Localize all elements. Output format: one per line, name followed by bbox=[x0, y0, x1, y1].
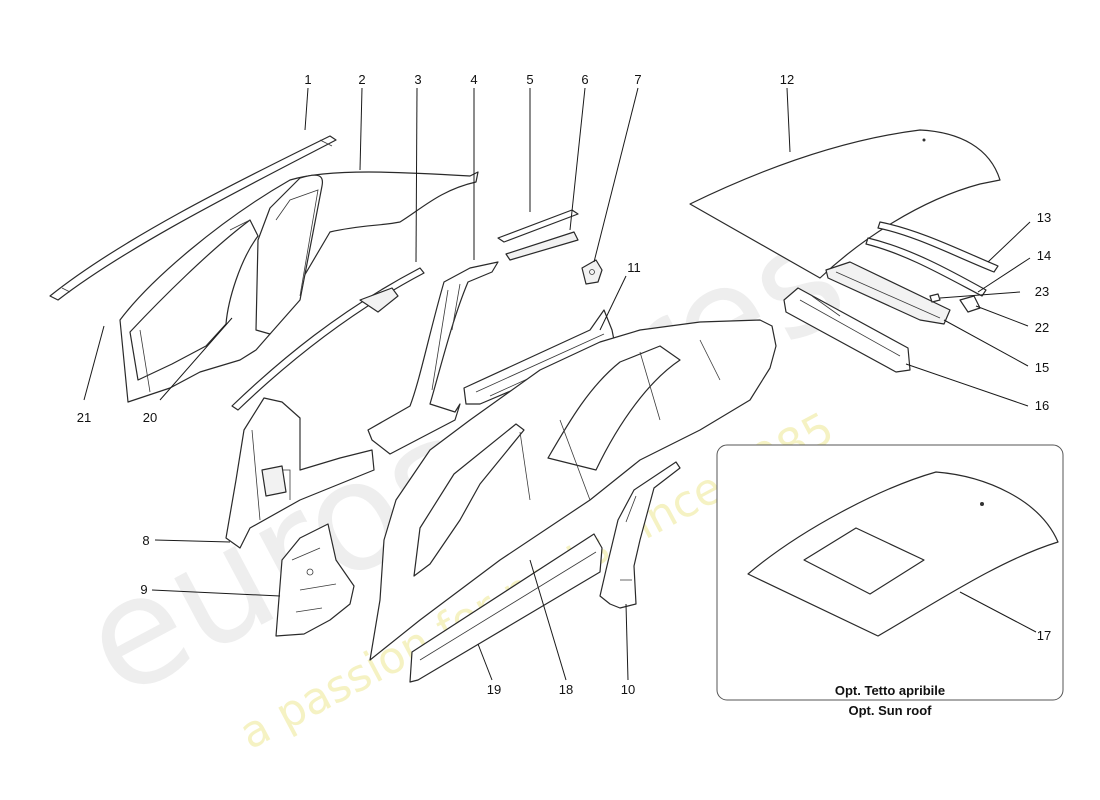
callout-5: 5 bbox=[526, 72, 533, 87]
leader-lines bbox=[83, 87, 1037, 681]
part-bracket-22 bbox=[959, 295, 981, 313]
sunroof-inset-box: Opt. Tetto apribile Opt. Sun roof bbox=[716, 444, 1064, 718]
part-lower-sill bbox=[409, 533, 603, 683]
callout-6: 6 bbox=[581, 72, 588, 87]
callout-9: 9 bbox=[140, 582, 147, 597]
part-trim-strip-5 bbox=[497, 209, 579, 243]
inset-caption-en: Opt. Sun roof bbox=[848, 703, 932, 718]
part-side-body-panel bbox=[119, 171, 479, 403]
callout-20: 20 bbox=[143, 410, 157, 425]
inset-caption-it: Opt. Tetto apribile bbox=[835, 683, 945, 698]
part-rear-pillar bbox=[599, 461, 681, 609]
callout-13: 13 bbox=[1037, 210, 1051, 225]
callout-7: 7 bbox=[634, 72, 641, 87]
callout-labels: 1 2 3 4 5 6 7 8 9 10 11 12 13 14 15 16 1… bbox=[77, 72, 1051, 697]
callout-11: 11 bbox=[627, 260, 641, 275]
callout-1: 1 bbox=[304, 72, 311, 87]
callout-3: 3 bbox=[414, 72, 421, 87]
part-bracket-7 bbox=[581, 259, 603, 285]
callout-4: 4 bbox=[470, 72, 477, 87]
part-floor-cross-panel bbox=[783, 287, 911, 373]
callout-16: 16 bbox=[1035, 398, 1049, 413]
part-roof-bow-13 bbox=[877, 221, 999, 273]
callout-22: 22 bbox=[1035, 320, 1049, 335]
part-main-side-frame bbox=[369, 319, 777, 661]
callout-15: 15 bbox=[1035, 360, 1049, 375]
callout-8: 8 bbox=[142, 533, 149, 548]
callout-19: 19 bbox=[487, 682, 501, 697]
callout-23: 23 bbox=[1035, 284, 1049, 299]
part-bracket-23 bbox=[929, 293, 941, 303]
callout-2: 2 bbox=[358, 72, 365, 87]
sunroof-opening bbox=[803, 527, 925, 595]
part-trim-strip-6 bbox=[505, 231, 579, 261]
callout-21: 21 bbox=[77, 410, 91, 425]
part-front-pillar-lower bbox=[225, 397, 375, 549]
part-roof-rail bbox=[49, 135, 337, 301]
part-b-pillar bbox=[367, 261, 499, 455]
callout-17: 17 bbox=[1037, 628, 1051, 643]
callout-10: 10 bbox=[621, 682, 635, 697]
part-roof-bow-14 bbox=[865, 237, 987, 297]
part-a-pillar-upper bbox=[231, 267, 425, 411]
part-inner-panel bbox=[275, 523, 355, 637]
callout-12: 12 bbox=[780, 72, 794, 87]
callout-18: 18 bbox=[559, 682, 573, 697]
part-cross-member-15 bbox=[825, 261, 951, 325]
callout-14: 14 bbox=[1037, 248, 1051, 263]
